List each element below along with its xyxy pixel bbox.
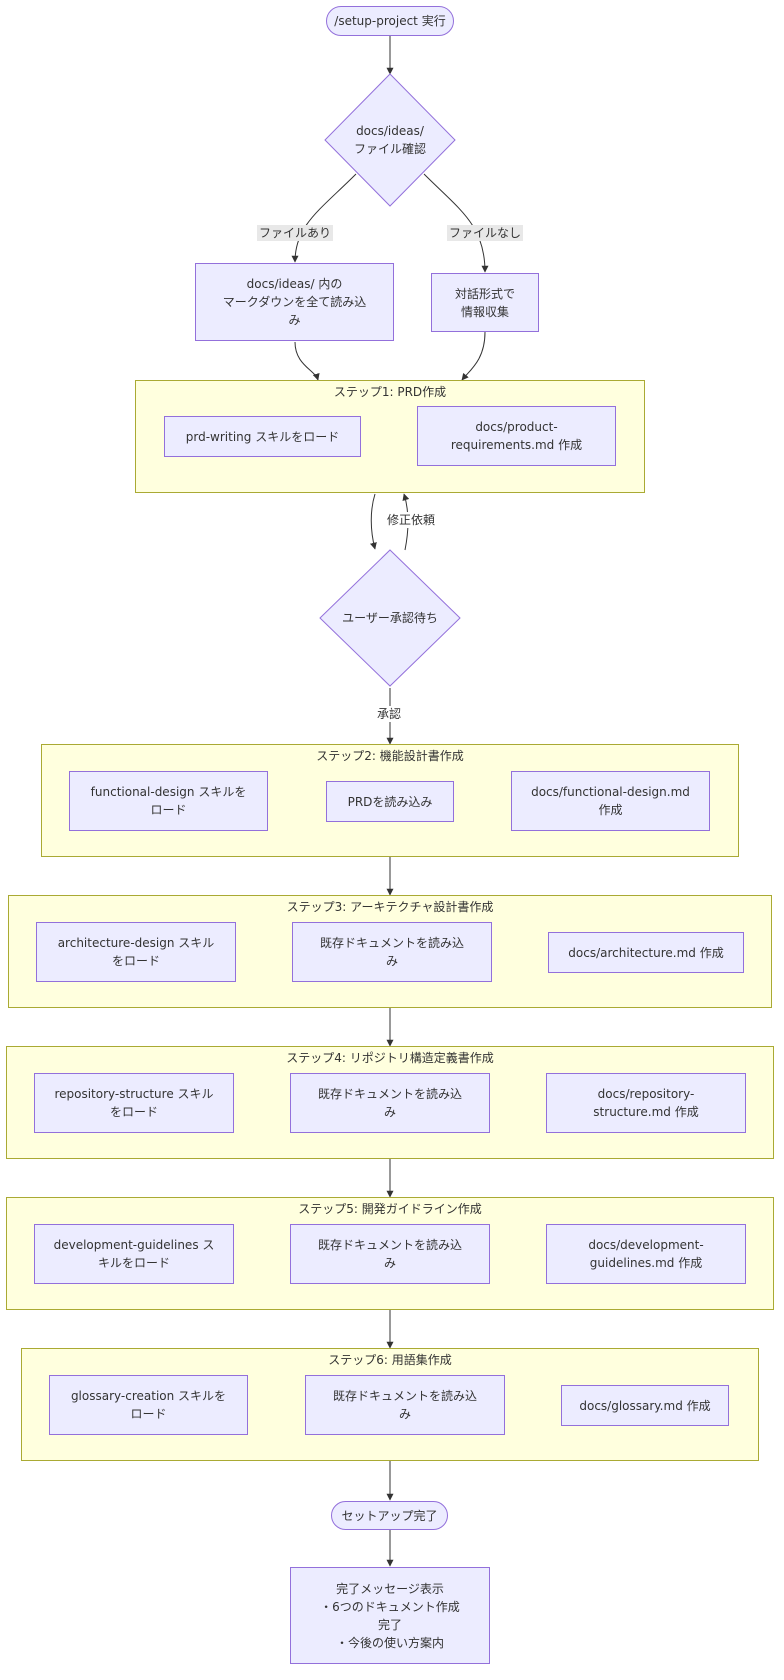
edge-step1-to-approval	[370, 493, 377, 550]
step4-output-label: docs/repository- structure.md 作成	[593, 1087, 699, 1119]
step4-output-node: docs/repository- structure.md 作成	[546, 1073, 746, 1133]
step3-output-label: docs/architecture.md 作成	[568, 945, 724, 960]
edge-dialog-to-step1	[461, 331, 486, 381]
step6-read-label: 既存ドキュメントを読み込 み	[332, 1389, 477, 1421]
step4-read-label: 既存ドキュメントを読み込 み	[317, 1087, 462, 1119]
edge-check-to-read-ideas	[291, 173, 357, 263]
step3-read-label: 既存ドキュメントを読み込 み	[319, 936, 464, 968]
step2-read-node: PRDを読み込み	[326, 781, 454, 822]
step5-read-label: 既存ドキュメントを読み込 み	[317, 1238, 462, 1270]
step3-load-node: architecture-design スキル をロード	[36, 922, 236, 982]
step4-load-label: repository-structure スキル をロード	[54, 1087, 214, 1119]
step4-title: ステップ4: リポジトリ構造定義書作成	[286, 1051, 494, 1065]
decision-check-ideas: docs/ideas/ ファイル確認	[335, 110, 445, 170]
step1-load-label: prd-writing スキルをロード	[185, 429, 340, 444]
dialog-label: 対話形式で 情報収集	[454, 286, 515, 319]
decision-check-ideas-label: docs/ideas/ ファイル確認	[353, 124, 426, 156]
edge-label-no-files: ファイルなし	[447, 225, 524, 241]
dialog-node: 対話形式で 情報収集	[431, 273, 539, 332]
step6-output-label: docs/glossary.md 作成	[579, 1398, 711, 1413]
done-label: セットアップ完了	[341, 1508, 438, 1523]
step3-output-node: docs/architecture.md 作成	[548, 932, 744, 973]
step2-load-node: functional-design スキルを ロード	[69, 771, 268, 831]
decision-approval-label: ユーザー承認待ち	[342, 611, 438, 625]
step5-load-node: development-guidelines ス キルをロード	[34, 1224, 234, 1284]
step1-title: ステップ1: PRD作成	[333, 385, 447, 399]
read-ideas-label: docs/ideas/ 内の マークダウンを全て読み込 み	[222, 277, 367, 327]
decision-approval-shape	[319, 549, 461, 687]
step2-load-label: functional-design スキルを ロード	[90, 785, 247, 817]
edge-check-to-dialog	[423, 173, 489, 273]
done-node: セットアップ完了	[331, 1501, 448, 1530]
step6-load-label: glossary-creation スキルを ロード	[70, 1389, 227, 1421]
step5-title: ステップ5: 開発ガイドライン作成	[298, 1202, 482, 1216]
start-label: /setup-project 実行	[334, 14, 446, 28]
step2-title: ステップ2: 機能設計書作成	[316, 749, 464, 763]
step6-load-node: glossary-creation スキルを ロード	[49, 1375, 248, 1435]
step4-read-node: 既存ドキュメントを読み込 み	[290, 1073, 490, 1133]
step2-output-label: docs/functional-design.md 作成	[531, 785, 690, 817]
step5-read-node: 既存ドキュメントを読み込 み	[290, 1224, 490, 1284]
edge-read-ideas-to-step1	[294, 341, 320, 381]
edge-label-has-files: ファイルあり	[257, 225, 334, 241]
step6-title: ステップ6: 用語集作成	[328, 1353, 452, 1367]
step2-read-label: PRDを読み込み	[347, 794, 433, 809]
step2-output-node: docs/functional-design.md 作成	[511, 771, 710, 831]
edge-label-revise: 修正依頼	[385, 512, 438, 528]
step3-title: ステップ3: アーキテクチャ設計書作成	[286, 900, 494, 914]
step6-read-node: 既存ドキュメントを読み込 み	[305, 1375, 505, 1435]
decision-approval: ユーザー承認待ち	[330, 604, 450, 632]
step6-output-node: docs/glossary.md 作成	[561, 1385, 729, 1426]
step1-output-label: docs/product- requirements.md 作成	[450, 420, 583, 452]
final-message-node: 完了メッセージ表示 ・6つのドキュメント作成 完了 ・今後の使い方案内	[290, 1567, 490, 1664]
step5-output-node: docs/development- guidelines.md 作成	[546, 1224, 746, 1284]
step4-load-node: repository-structure スキル をロード	[34, 1073, 234, 1133]
step5-load-label: development-guidelines ス キルをロード	[53, 1238, 215, 1270]
step5-output-label: docs/development- guidelines.md 作成	[588, 1238, 704, 1270]
final-message-label: 完了メッセージ表示 ・6つのドキュメント作成 完了 ・今後の使い方案内	[320, 1581, 460, 1650]
edge-label-approve: 承認	[375, 706, 404, 722]
decision-check-ideas-shape	[324, 73, 456, 207]
step3-load-label: architecture-design スキル をロード	[57, 936, 215, 968]
step1-load-node: prd-writing スキルをロード	[164, 416, 361, 457]
read-ideas-node: docs/ideas/ 内の マークダウンを全て読み込 み	[195, 263, 394, 341]
start-node: /setup-project 実行	[326, 6, 454, 36]
step3-read-node: 既存ドキュメントを読み込 み	[292, 922, 492, 982]
step1-output-node: docs/product- requirements.md 作成	[417, 406, 616, 466]
decision-shapes	[319, 73, 461, 687]
